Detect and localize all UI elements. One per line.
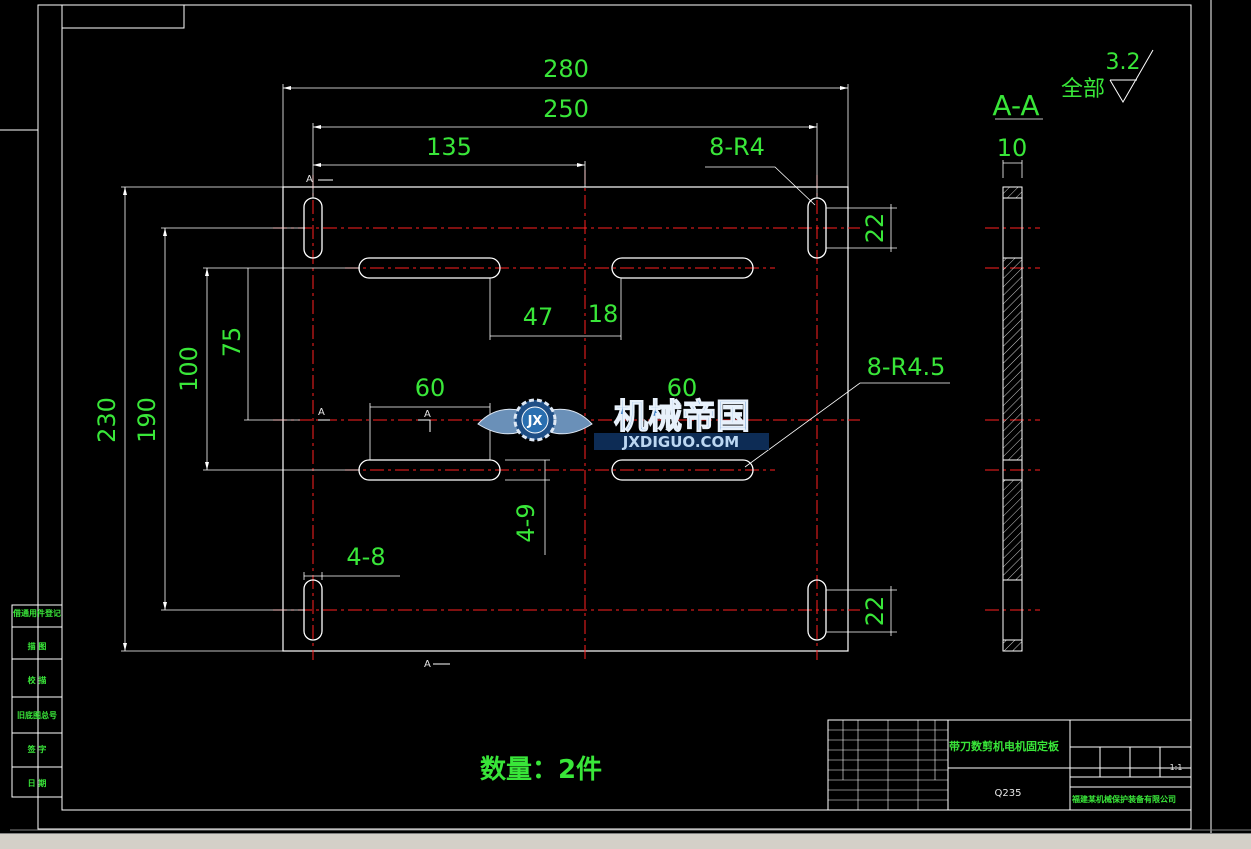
dim-190: 190	[133, 397, 161, 443]
side-row-5: 日 期	[28, 778, 47, 788]
material: Q235	[995, 788, 1022, 799]
section-hatch-mid	[1003, 258, 1022, 460]
dim-280: 280	[543, 55, 589, 83]
arrowheads	[123, 86, 848, 651]
section-view	[1002, 186, 1023, 652]
dim-135: 135	[426, 133, 472, 161]
section-markers	[318, 179, 450, 665]
dim-100: 100	[175, 346, 203, 392]
status-bar	[0, 833, 1251, 849]
dim-60-right: 60	[667, 374, 698, 402]
side-row-1: 描 图	[28, 641, 47, 651]
watermark-brand: 机械帝国	[614, 397, 750, 437]
dim-60-left: 60	[415, 374, 446, 402]
scale: 1:1	[1170, 763, 1183, 772]
slot-horizontal-lower-right	[611, 459, 754, 481]
dim-22-top: 22	[861, 213, 889, 244]
dim-230: 230	[93, 397, 121, 443]
watermark-emblem: JX	[527, 414, 543, 429]
roughness-prefix: 全部	[1061, 77, 1105, 102]
side-row-2: 校 描	[28, 675, 47, 685]
dim-8-r4-5: 8-R4.5	[867, 353, 946, 381]
roughness-value: 3.2	[1106, 50, 1141, 75]
quantity-note: 数量：2件	[480, 755, 602, 785]
dim-18: 18	[588, 300, 619, 328]
dim-4-8: 4-8	[346, 543, 385, 571]
slot-horizontal-upper-right	[611, 257, 754, 279]
slot-vertical-bottom-right	[807, 579, 827, 641]
dim-4-9: 4-9	[512, 503, 540, 542]
side-panel: 借通用件登记 描 图 校 描 旧底图总号 签 字 日 期	[11, 604, 63, 798]
section-marker-top: A	[306, 174, 313, 185]
dimension-lines	[121, 84, 1043, 652]
company-name: 福建某机械保护装备有限公司	[1071, 794, 1176, 804]
section-hatch-bottom	[1003, 640, 1022, 651]
watermark: JX 机械帝国 JXDIGUO.COM	[477, 396, 769, 451]
part-name: 带刀数剪机电机固定板	[949, 739, 1060, 753]
plate-outline[interactable]	[282, 186, 849, 652]
side-row-4: 签 字	[27, 744, 47, 754]
dimension-texts: 280 250 135 8-R4 22 22 47 18 75 100 190 …	[93, 50, 1141, 785]
section-marker-bottom: A	[424, 659, 431, 670]
section-hatch-top	[1003, 187, 1022, 198]
dim-10: 10	[997, 134, 1028, 162]
section-title: A-A	[992, 89, 1039, 122]
dim-47: 47	[523, 303, 554, 331]
section-marker-letters: A A A A	[306, 174, 431, 670]
side-row-0: 借通用件登记	[12, 608, 61, 618]
dim-75: 75	[218, 327, 246, 358]
roughness-icon	[1109, 49, 1154, 103]
section-marker-inner: A	[424, 409, 431, 420]
section-marker-left: A	[318, 407, 325, 418]
section-hatch-lower	[1003, 480, 1022, 580]
watermark-url: JXDIGUO.COM	[622, 433, 739, 451]
side-row-3: 旧底图总号	[17, 710, 57, 720]
title-block: 带刀数剪机电机固定板 Q235 1:1 福建某机械保护装备有限公司	[827, 719, 1192, 811]
dim-250: 250	[543, 95, 589, 123]
dim-8-r4: 8-R4	[709, 133, 765, 161]
dim-22-bottom: 22	[861, 596, 889, 627]
